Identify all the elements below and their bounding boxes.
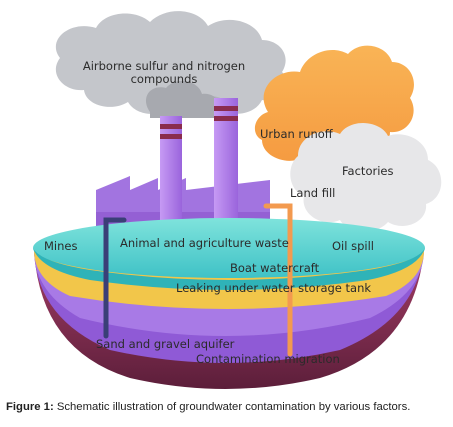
chimney-left-stripe-1 [160,124,182,129]
water-surface [33,218,425,278]
label-boat: Boat watercraft [230,261,320,275]
caption-prefix: Figure 1: [6,401,54,413]
chimney-smoke [145,80,221,118]
label-urban-runoff: Urban runoff [260,127,333,141]
label-factories: Factories [342,164,394,178]
figure-caption: Figure 1: Schematic illustration of grou… [6,401,451,413]
label-mines: Mines [44,239,78,253]
label-airborne: Airborne sulfur and nitrogen compounds [66,59,262,87]
factories-cloud [290,122,442,232]
diagram-illustration [33,11,442,389]
label-land-fill: Land fill [290,186,336,200]
label-migration: Contamination migration [196,352,340,366]
chimney-left-stripe-2 [160,134,182,139]
smoke-cloud [55,11,288,117]
chimney-right-stripe-2 [214,116,238,121]
chimney-left [160,116,182,228]
tank-pipe [263,203,293,357]
chimney-right-stripe-1 [214,106,238,111]
label-leaking-tank: Leaking under water storage tank [176,281,372,295]
mine-pipe [103,217,127,339]
label-aquifer: Sand and gravel aquifer [96,337,235,351]
label-animal-waste: Animal and agriculture waste [120,236,289,250]
label-oil-spill: Oil spill [332,239,374,253]
label-airborne-line2: compounds [130,72,198,87]
label-airborne-line1: Airborne sulfur and nitrogen [82,59,246,73]
water-rim [33,248,425,290]
caption-text: Schematic illustration of groundwater co… [53,401,411,413]
